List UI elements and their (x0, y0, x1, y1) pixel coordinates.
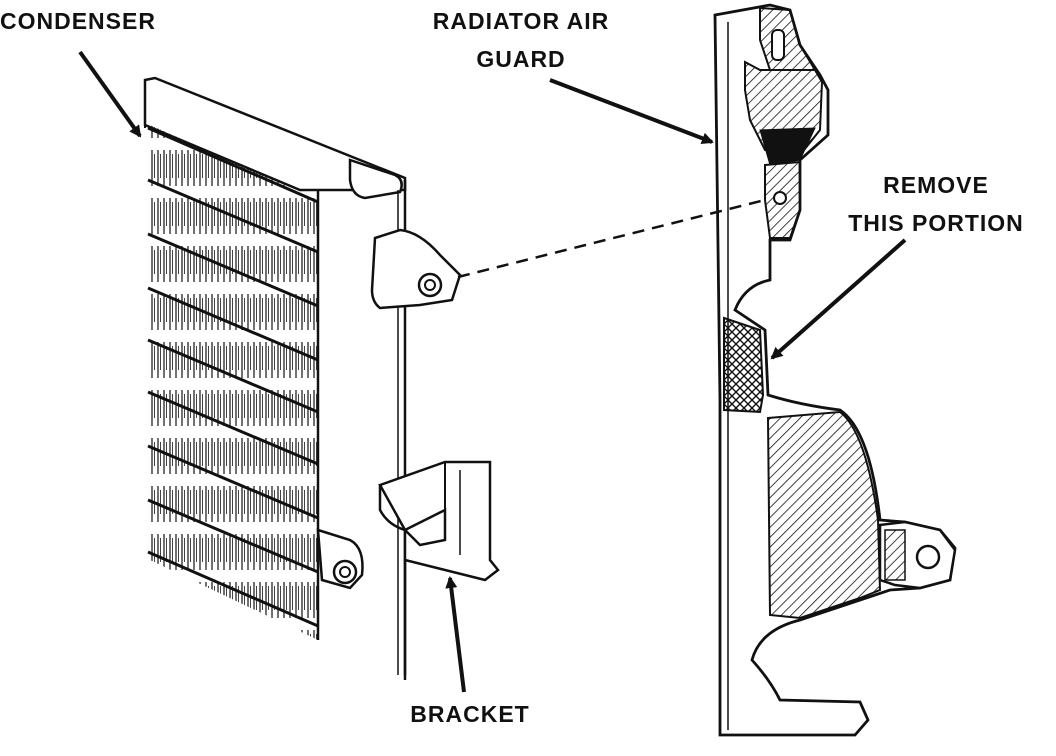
condenser-upper-tab (370, 228, 462, 310)
condenser-leader (78, 50, 142, 138)
radiator-air-guard-label-line2: GUARD (476, 46, 566, 72)
remove-label-line1: REMOVE (883, 172, 989, 198)
alignment-dashed-line (457, 198, 766, 279)
guard-top-clip (759, 6, 817, 71)
remove-leader (770, 238, 907, 360)
leader-arrows (78, 50, 907, 693)
bracket (378, 460, 500, 680)
guard-ear-hole (915, 544, 941, 570)
condenser-label: CONDENSER (0, 8, 156, 34)
guard-leader (549, 78, 714, 145)
guard-dark-band (759, 127, 816, 166)
condenser-top-tab (348, 158, 403, 200)
bracket-label: BRACKET (410, 701, 530, 727)
condenser-tubes (147, 126, 319, 628)
condenser (143, 76, 462, 675)
guard-mounting-hole (773, 191, 787, 205)
removal-portion (723, 316, 765, 414)
bracket-leader (445, 576, 466, 693)
radiator-air-guard-label-line1: RADIATOR AIR (432, 8, 610, 34)
radiator-air-guard (713, 3, 957, 737)
remove-label-line2: THIS PORTION (848, 210, 1024, 236)
guard-lower-block (766, 410, 882, 620)
